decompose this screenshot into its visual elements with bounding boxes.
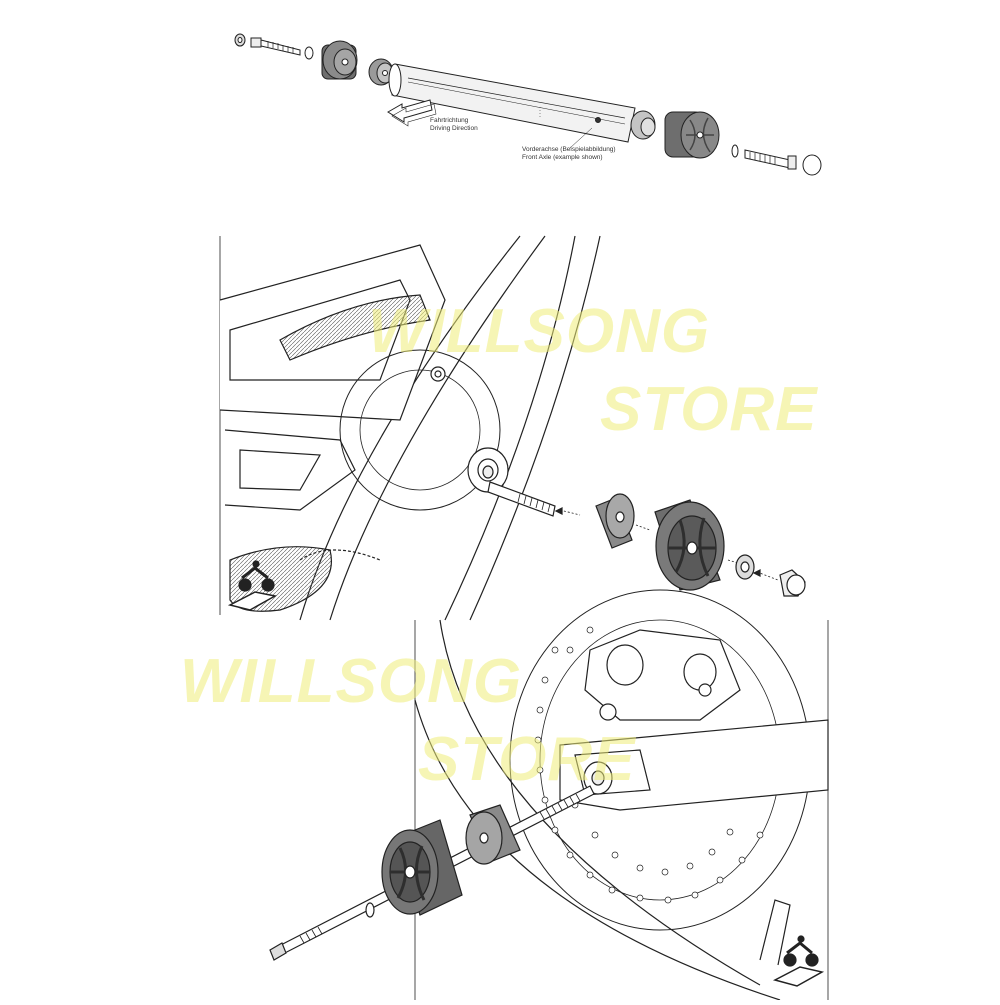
spacer-right: [630, 110, 656, 140]
flange-nut-middle: [735, 554, 755, 580]
threaded-stud-middle: [487, 481, 556, 517]
spacer-middle: [595, 493, 635, 549]
axle-label-de: Vorderachse (Beispielabbildung): [522, 146, 616, 153]
motorcycle-direction-icon: [772, 935, 825, 987]
washer-right: [731, 144, 739, 158]
slider-left: [321, 40, 358, 80]
axle-label-leader: [569, 127, 593, 149]
bolt-right: [744, 149, 797, 170]
slider-right: [664, 111, 720, 159]
axle: [388, 63, 636, 143]
driving-direction-arrow: [387, 99, 437, 127]
frame-slider-bottom: [381, 819, 463, 916]
brake-side-installation-view: [269, 589, 829, 1001]
end-cap: [802, 154, 822, 176]
spacer-bottom: [465, 804, 521, 865]
frame-slider-middle: [654, 499, 725, 591]
bolt-left: [250, 37, 301, 56]
washer-left: [304, 46, 314, 60]
driving-direction-label-de: Fahrtrichtung: [430, 117, 469, 124]
washer-bottom: [365, 902, 375, 918]
front-axle-exploded-diagram: [234, 33, 822, 176]
driving-direction-label-en: Driving Direction: [430, 125, 478, 132]
cap-nut-middle: [779, 569, 806, 597]
nut-left: [234, 33, 246, 47]
motorcycle-direction-icon: [227, 560, 278, 611]
brake-caliper: [584, 629, 741, 721]
axle-label-en: Front Axle (example shown): [522, 154, 603, 161]
rear-axle-installation-view: [219, 235, 806, 621]
